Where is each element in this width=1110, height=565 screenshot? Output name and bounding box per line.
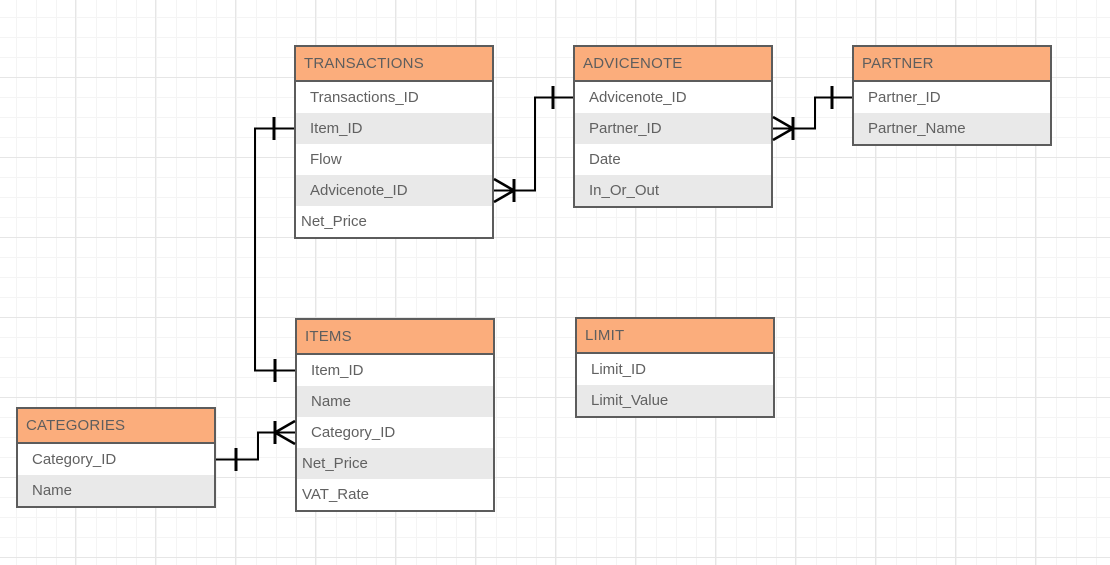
table-row-items-0[interactable]: Item_ID (297, 355, 493, 386)
crow-foot-icon-categories-items (274, 419, 296, 434)
edge-transactions-items[interactable] (254, 117, 295, 382)
table-row-categories-0[interactable]: Category_ID (18, 444, 214, 475)
table-row-items-3[interactable]: Net_Price (297, 448, 493, 479)
table-header-transactions[interactable]: TRANSACTIONS (296, 47, 492, 82)
table-row-limit-1[interactable]: Limit_Value (577, 385, 773, 416)
table-row-transactions-2[interactable]: Flow (296, 144, 492, 175)
edge-transactions-advicenote[interactable] (493, 86, 573, 204)
table-header-partner[interactable]: PARTNER (854, 47, 1050, 82)
table-row-advicenote-0[interactable]: Advicenote_ID (575, 82, 771, 113)
edge-advicenote-partner[interactable] (772, 86, 852, 142)
crow-foot-icon-transactions-advicenote (493, 189, 515, 204)
edge-line-transactions-items[interactable] (254, 127, 295, 372)
table-header-categories[interactable]: CATEGORIES (18, 409, 214, 444)
table-row-categories-1[interactable]: Name (18, 475, 214, 506)
edge-categories-items[interactable] (216, 419, 296, 471)
table-row-limit-0[interactable]: Limit_ID (577, 354, 773, 385)
edge-line-transactions-advicenote[interactable] (494, 96, 573, 192)
table-row-advicenote-3[interactable]: In_Or_Out (575, 175, 771, 206)
table-row-advicenote-2[interactable]: Date (575, 144, 771, 175)
table-row-partner-0[interactable]: Partner_ID (854, 82, 1050, 113)
table-row-transactions-1[interactable]: Item_ID (296, 113, 492, 144)
table-header-advicenote[interactable]: ADVICENOTE (575, 47, 771, 82)
table-row-transactions-0[interactable]: Transactions_ID (296, 82, 492, 113)
table-row-partner-1[interactable]: Partner_Name (854, 113, 1050, 144)
crow-foot-icon-categories-items (274, 431, 296, 446)
table-header-limit[interactable]: LIMIT (577, 319, 773, 354)
table-header-items[interactable]: ITEMS (297, 320, 493, 355)
table-row-advicenote-1[interactable]: Partner_ID (575, 113, 771, 144)
crow-foot-icon-advicenote-partner (772, 115, 794, 130)
crow-foot-icon-transactions-advicenote (493, 177, 515, 192)
table-row-items-4[interactable]: VAT_Rate (297, 479, 493, 510)
table-row-items-1[interactable]: Name (297, 386, 493, 417)
table-row-items-2[interactable]: Category_ID (297, 417, 493, 448)
table-row-transactions-3[interactable]: Advicenote_ID (296, 175, 492, 206)
crow-foot-icon-advicenote-partner (772, 127, 794, 142)
table-row-transactions-4[interactable]: Net_Price (296, 206, 492, 237)
